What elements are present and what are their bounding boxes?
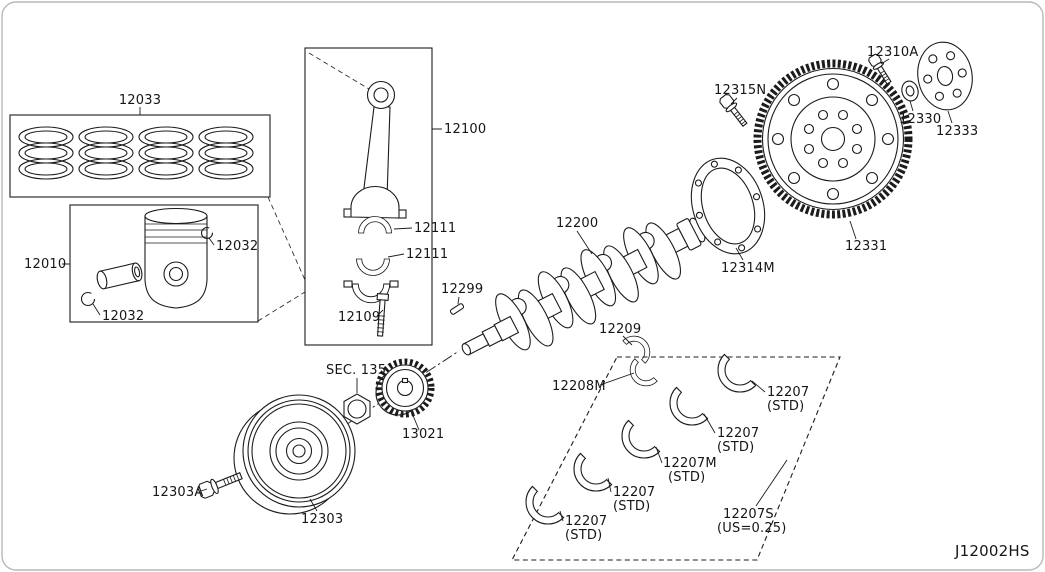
label-bearing-0-size: (STD)	[565, 528, 602, 543]
bearing-kit-box	[511, 353, 841, 561]
crankshaft	[461, 217, 706, 356]
diagram-code: J12002HS	[954, 542, 1030, 560]
label-adapter-plate: 12333	[936, 124, 978, 139]
label-rod-bearing-lower: 12111	[406, 247, 448, 262]
label-piston: 12010	[24, 257, 66, 272]
piston-pin	[96, 262, 143, 290]
label-washer: 12330	[899, 112, 941, 127]
drive-plate-bolt	[719, 93, 748, 127]
rod-cap	[343, 280, 399, 304]
piston-rings-box	[9, 114, 271, 198]
bearing-shell	[612, 419, 661, 468]
label-connecting-rod: 12100	[444, 122, 486, 137]
sec-135-nut	[343, 393, 371, 425]
part-labels: 12033 12010 12032 12032 12100 12111 1211…	[24, 45, 1030, 560]
drive-plate-backing	[690, 157, 766, 255]
label-crank-sprocket: 13021	[402, 427, 444, 442]
snap-ring	[80, 291, 96, 307]
label-woodruff-key: 12299	[441, 282, 483, 297]
label-drive-plate: 12331	[845, 239, 887, 254]
bearing-shell	[660, 386, 709, 435]
drive-plate-flywheel	[753, 59, 913, 219]
rod-bearing-shell	[358, 216, 392, 234]
label-bearing-2-size: (STD)	[668, 470, 705, 485]
label-bearing-0: 12207	[565, 514, 607, 529]
label-drive-plate-bolt: 12315N	[714, 83, 766, 98]
label-rod-bearing-upper: 12111	[414, 221, 456, 236]
label-snap-ring-upper: 12032	[216, 239, 258, 254]
label-bearing-kit: 12207S	[723, 507, 774, 522]
adapter-plate	[917, 41, 973, 111]
label-crank-pulley: 12303	[301, 512, 343, 527]
bearing-shell	[564, 452, 613, 501]
label-pulley-bolt: 12303A	[152, 485, 203, 500]
label-rod-bolt: 12109	[338, 310, 380, 325]
connecting-rod	[343, 80, 407, 219]
main-bearing-shell	[623, 358, 658, 393]
label-snap-ring-lower: 12032	[102, 309, 144, 324]
label-bearing-4-size: (STD)	[767, 399, 804, 414]
label-bearing-3: 12207	[717, 426, 759, 441]
label-bearing-2: 12207M	[663, 456, 717, 471]
snap-ring	[200, 226, 214, 240]
woodruff-key	[449, 303, 465, 315]
piston-ring-set	[138, 126, 194, 180]
piston-box	[69, 204, 259, 323]
label-bearing-12208m: 12208M	[552, 379, 606, 394]
label-sec-reference: SEC. 135	[326, 363, 386, 378]
projection-lines	[257, 52, 370, 322]
crank-sprocket	[375, 358, 435, 418]
piston-ring-set	[78, 126, 134, 180]
label-drive-plate-backing: 12314M	[721, 261, 775, 276]
crank-pulley	[233, 394, 356, 515]
label-bearing-3-size: (STD)	[717, 440, 754, 455]
bearing-shell	[708, 353, 757, 402]
label-bearing-12209: 12209	[599, 322, 641, 337]
piston-ring-set	[198, 126, 254, 180]
label-bearing-kit-size: (US=0.25)	[717, 521, 787, 536]
connecting-rod-box	[304, 47, 433, 346]
rod-bearing-shell	[356, 258, 390, 276]
adapter-bolt	[868, 53, 892, 85]
label-bearing-1: 12207	[613, 485, 655, 500]
piston-ring-set	[18, 126, 74, 180]
label-piston-rings: 12033	[119, 93, 161, 108]
washer	[901, 80, 919, 102]
label-bearing-1-size: (STD)	[613, 499, 650, 514]
leader-lines	[62, 58, 953, 522]
label-crankshaft: 12200	[556, 216, 598, 231]
rod-bolt	[376, 293, 390, 337]
bearing-shell	[516, 485, 565, 534]
label-adapter-bolt: 12310A	[867, 45, 918, 60]
label-bearing-4: 12207	[767, 385, 809, 400]
piston	[144, 207, 208, 309]
